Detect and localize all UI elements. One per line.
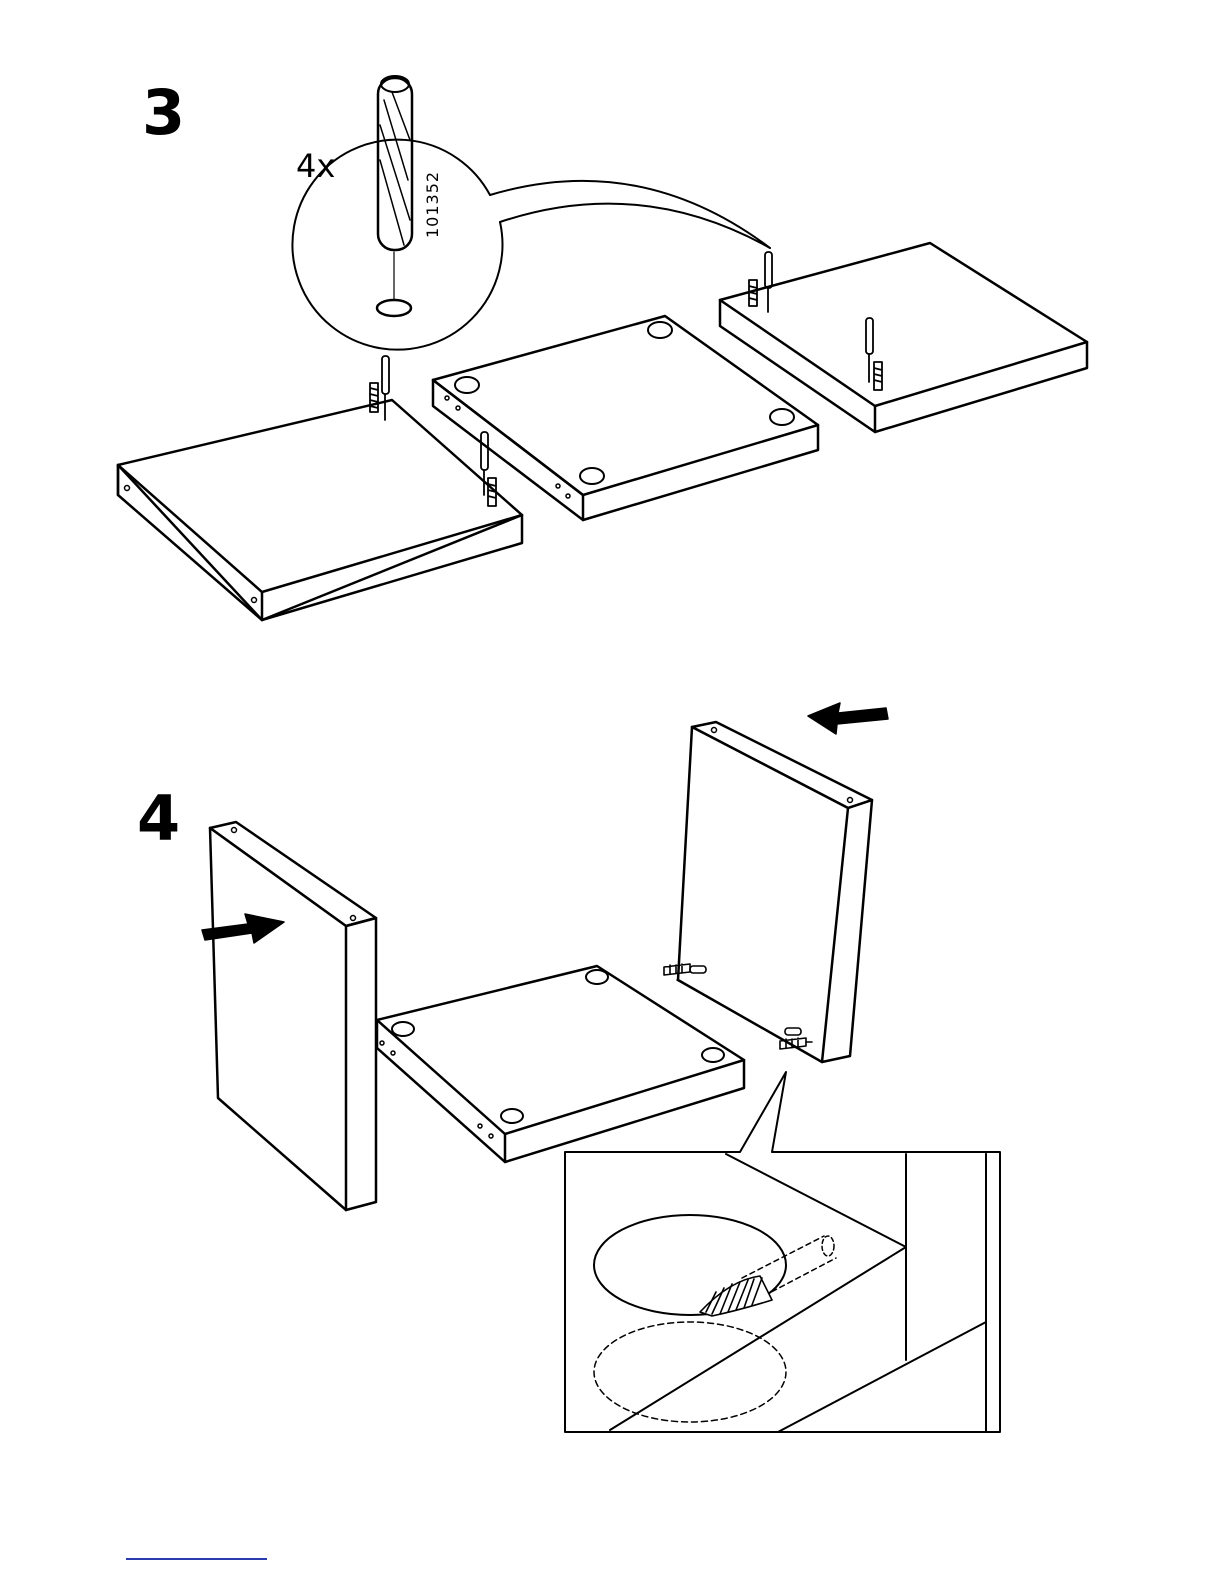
- dowel-icon: [378, 78, 412, 250]
- dowel-detail-callout: [292, 76, 770, 350]
- arrow-left-icon: [808, 703, 888, 734]
- board-left: [118, 400, 522, 620]
- cam-lock-detail-callout: [565, 1072, 1000, 1432]
- side-panel-right: [678, 722, 872, 1062]
- side-panel-left: [210, 822, 376, 1210]
- footer-rule: [126, 1558, 267, 1560]
- dowel-hole-icon: [377, 300, 411, 316]
